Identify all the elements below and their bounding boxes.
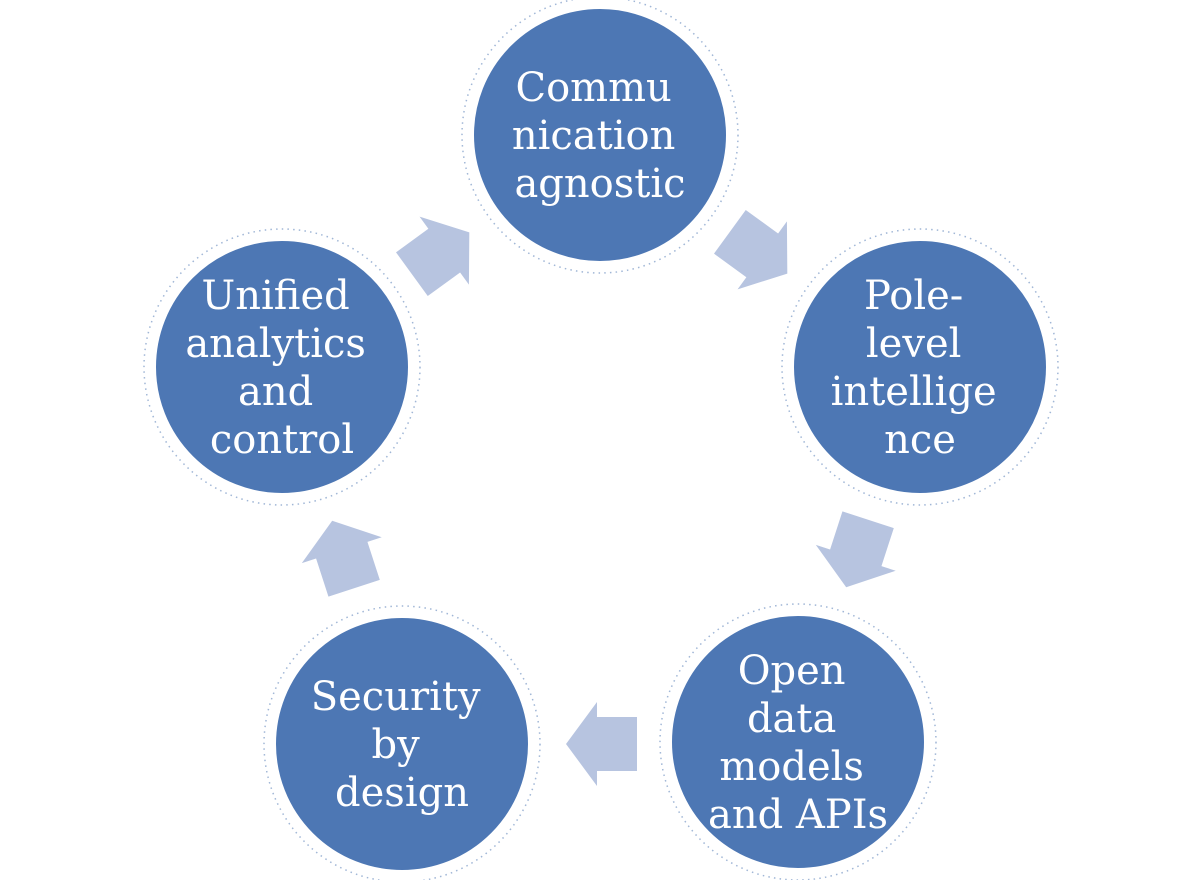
label-line: nce — [884, 417, 956, 463]
node-circle — [152, 237, 412, 497]
arrow-security-to-unified-icon — [301, 520, 382, 597]
node-circle — [470, 5, 730, 265]
label-line: Unified — [202, 273, 350, 319]
label-line: intellige — [831, 369, 997, 415]
node-label: Open data models and APIs — [708, 648, 888, 838]
label-line: Open — [738, 648, 846, 694]
node-outer-dotted-ring — [263, 605, 541, 880]
label-line: Pole- — [864, 273, 963, 319]
label-line: agnostic — [514, 161, 685, 207]
label-line: Commu — [515, 65, 671, 111]
label-line: and — [238, 369, 313, 415]
node-circle — [790, 237, 1050, 497]
cycle-node-unified-analytics-control: Unified analytics and control — [143, 228, 421, 506]
cycle-arrows — [301, 209, 896, 786]
node-outer-dotted-ring — [143, 228, 421, 506]
label-line: Security — [311, 674, 481, 720]
node-label: Commu nication agnostic — [512, 65, 688, 207]
label-line: design — [335, 770, 469, 816]
label-line: and APIs — [708, 792, 888, 838]
label-line: by — [372, 722, 421, 768]
label-line: data — [747, 696, 836, 742]
node-outer-dotted-ring — [659, 603, 937, 880]
cycle-node-pole-level-intelligence: Pole- level intellige nce — [781, 228, 1059, 506]
label-line: models — [719, 744, 864, 790]
label-line: analytics — [185, 321, 366, 367]
cycle-node-communication-agnostic: Commu nication agnostic — [461, 0, 739, 274]
node-outer-dotted-ring — [461, 0, 739, 274]
arrow-unified-to-communication-icon — [396, 216, 470, 297]
node-circle — [272, 614, 532, 874]
arrow-communication-to-pole-icon — [714, 209, 788, 290]
cycle-node-security-by-design: Security by design — [263, 605, 541, 880]
node-label: Unified analytics and control — [185, 273, 378, 463]
node-circle — [668, 612, 928, 872]
arrow-pole-to-opendata-icon — [815, 511, 896, 588]
arrow-opendata-to-security-icon — [566, 702, 637, 786]
label-line: level — [866, 321, 962, 367]
cycle-node-open-data-models-apis: Open data models and APIs — [659, 603, 937, 880]
node-label: Security by design — [311, 674, 494, 816]
node-outer-dotted-ring — [781, 228, 1059, 506]
label-line: control — [210, 417, 354, 463]
label-line: nication — [512, 113, 676, 159]
node-label: Pole- level intellige nce — [831, 273, 1010, 463]
